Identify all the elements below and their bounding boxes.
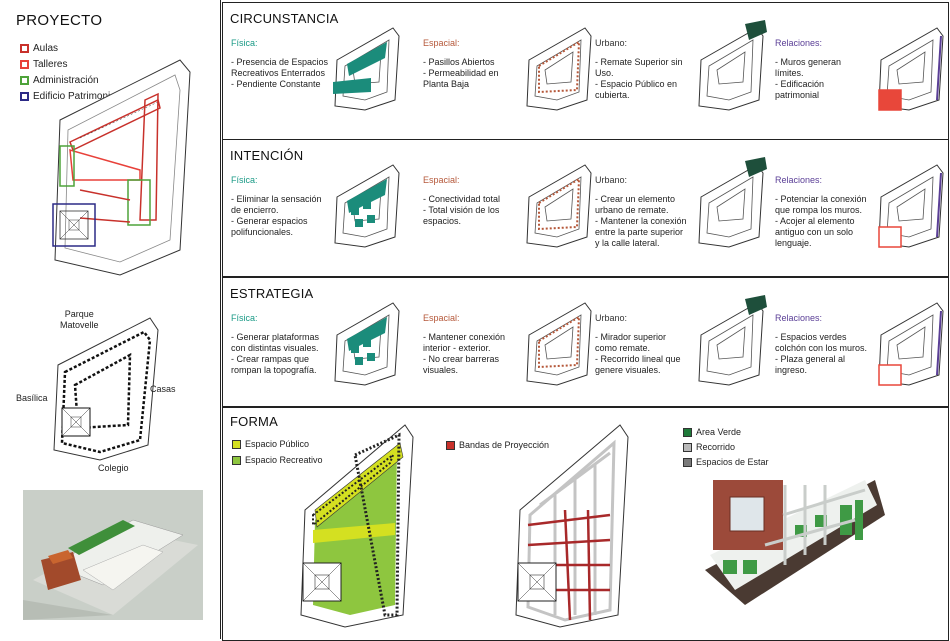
column-text: - Mirador superior como remate. - Recorr… bbox=[595, 332, 681, 375]
forma-legend-swatch bbox=[446, 441, 455, 450]
legend-label: Talleres bbox=[33, 59, 68, 70]
column-text: - Conectividad total - Total visión de l… bbox=[423, 194, 501, 226]
column-title: Relaciones: bbox=[775, 38, 823, 48]
proyecto-title: PROYECTO bbox=[16, 12, 103, 29]
site-plan-diagram bbox=[52, 59, 191, 276]
forma-legend-label: Espacios de Estar bbox=[696, 457, 769, 467]
legend-swatch bbox=[20, 60, 29, 69]
column-diagram bbox=[698, 295, 767, 386]
column-title: Espacial: bbox=[423, 38, 460, 48]
column-title: Física: bbox=[231, 175, 258, 185]
column-text: - Generar plataformas con distintas visu… bbox=[231, 332, 320, 375]
forma-legend-swatch bbox=[683, 443, 692, 452]
forma-legend-label: Recorrido bbox=[696, 442, 736, 452]
column-title: Urbano: bbox=[595, 313, 628, 323]
forma-legend-swatch bbox=[232, 456, 241, 465]
column-title: Relaciones: bbox=[775, 175, 823, 185]
column-title: Física: bbox=[231, 38, 258, 48]
label-colegio: Colegio bbox=[98, 463, 129, 473]
forma-legend-label: Bandas de Proyección bbox=[459, 440, 550, 450]
section-title: CIRCUNSTANCIA bbox=[230, 11, 339, 26]
legend-swatch bbox=[20, 76, 29, 85]
column-text: - Potenciar la conexión que rompa los mu… bbox=[775, 194, 867, 248]
column-title: Relaciones: bbox=[775, 313, 823, 323]
column-diagram bbox=[334, 302, 400, 386]
label-casas: Casas bbox=[150, 384, 176, 394]
column-title: Urbano: bbox=[595, 38, 628, 48]
forma-legend-swatch bbox=[683, 428, 692, 437]
forma-legend-swatch bbox=[683, 458, 692, 467]
forma-plan-bands bbox=[515, 424, 629, 628]
section-title: INTENCIÓN bbox=[230, 148, 304, 163]
forma-legend-label: Espacio Recreativo bbox=[245, 455, 323, 465]
column-diagram bbox=[526, 302, 592, 386]
column-diagram bbox=[526, 27, 592, 111]
column-text: - Mantener conexión interior - exterior.… bbox=[423, 332, 506, 375]
legend-label: Administración bbox=[33, 75, 99, 86]
column-title: Física: bbox=[231, 313, 258, 323]
column-title: Espacial: bbox=[423, 313, 460, 323]
column-text: - Muros generan límites. - Edificación p… bbox=[775, 57, 842, 100]
context-plan-diagram bbox=[53, 317, 159, 461]
legend-label: Aulas bbox=[33, 43, 59, 54]
forma-title: FORMA bbox=[230, 414, 278, 429]
column-text: - Remate Superior sin Uso. - Espacio Púb… bbox=[595, 57, 683, 100]
label-basilica: Basílica bbox=[16, 393, 48, 403]
column-diagram bbox=[334, 164, 400, 248]
column-diagram bbox=[878, 164, 944, 248]
column-text: - Eliminar la sensación de encierro. - G… bbox=[231, 194, 322, 237]
column-text: - Presencia de Espacios Recreativos Ente… bbox=[231, 57, 329, 89]
render-image bbox=[23, 490, 203, 620]
column-diagram bbox=[698, 20, 767, 111]
legend-swatch bbox=[20, 92, 29, 101]
legend-label: Edificio Patrimonial bbox=[33, 91, 119, 102]
forma-legend-label: Espacio Público bbox=[245, 439, 310, 449]
section-title: ESTRATEGIA bbox=[230, 286, 314, 301]
forma-plan-public bbox=[300, 424, 414, 628]
column-diagram bbox=[878, 302, 944, 386]
legend-swatch bbox=[20, 44, 29, 53]
column-diagram bbox=[878, 27, 944, 111]
column-diagram bbox=[333, 27, 400, 111]
forma-legend-swatch bbox=[232, 440, 241, 449]
column-title: Urbano: bbox=[595, 175, 628, 185]
column-text: - Espacios verdes colchón con los muros.… bbox=[775, 332, 868, 375]
forma-legend-label: Area Verde bbox=[696, 427, 742, 437]
forma-render-image bbox=[705, 480, 885, 605]
column-title: Espacial: bbox=[423, 175, 460, 185]
column-diagram bbox=[526, 164, 592, 248]
label-parque: Parque Matovelle bbox=[60, 309, 99, 330]
column-text: - Pasillos Abiertos - Permeabilidad en P… bbox=[423, 57, 499, 89]
column-text: - Crear un elemento urbano de remate. - … bbox=[595, 194, 687, 248]
column-diagram bbox=[698, 157, 767, 248]
